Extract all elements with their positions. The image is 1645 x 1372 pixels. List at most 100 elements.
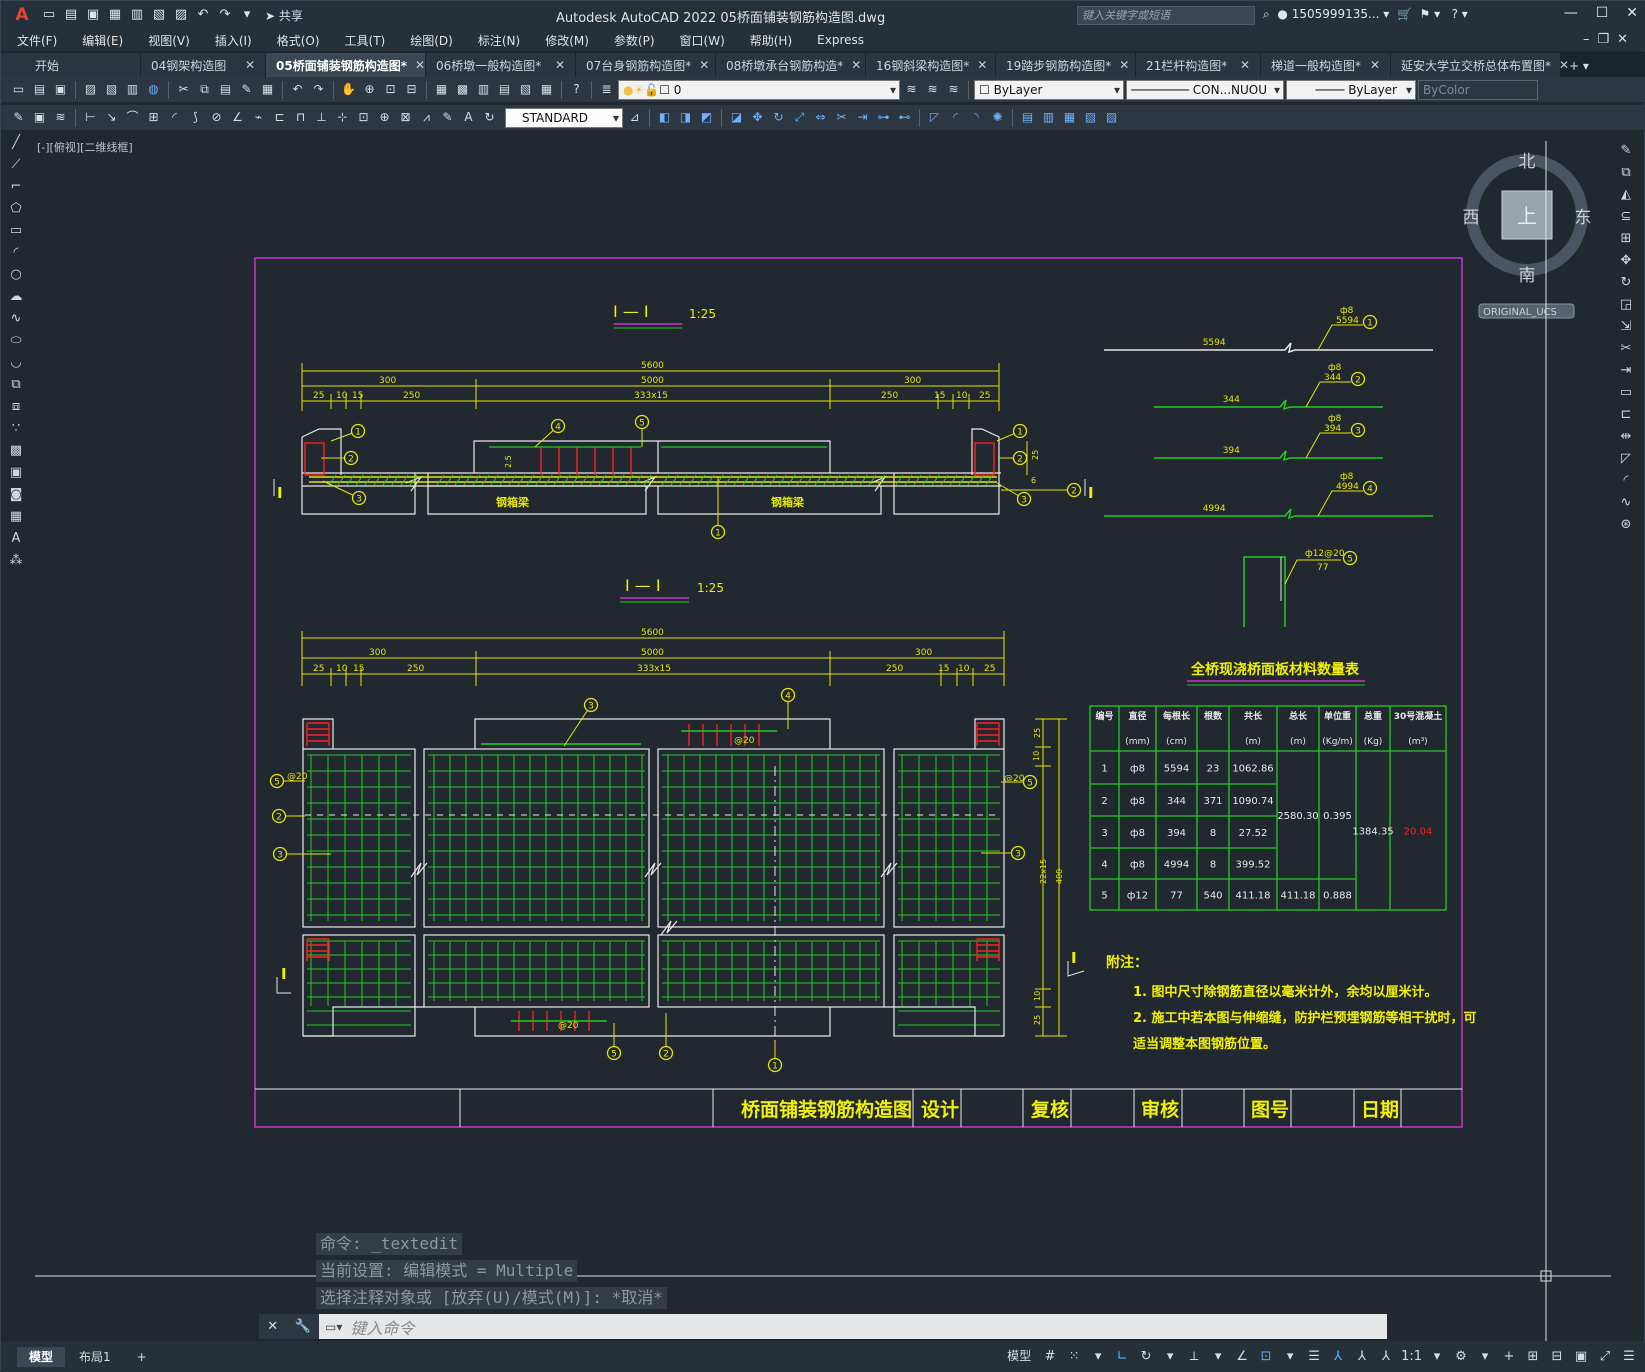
grid-icon[interactable]: # <box>1044 1349 1056 1364</box>
tolerance-icon[interactable]: ⊡ <box>358 110 369 124</box>
spline-icon[interactable]: ∿ <box>10 311 22 326</box>
text-style-dropdown[interactable]: STANDARD <box>505 107 623 128</box>
block-editor-icon[interactable]: ▦ <box>261 82 274 96</box>
quick-properties-icon[interactable]: ⊟ <box>1551 1349 1563 1364</box>
file-tab-2[interactable]: 05桥面铺装钢筋构造图*✕ <box>266 53 426 77</box>
modify-chamfer-icon[interactable]: ◸ <box>929 110 940 124</box>
fillet-icon[interactable]: ◜ <box>1623 473 1629 488</box>
rectangle-icon[interactable]: ▭ <box>9 223 23 238</box>
plot-icon[interactable]: ▨ <box>84 82 97 96</box>
search-icon[interactable]: ⌕ <box>1263 7 1270 21</box>
close-tab-icon[interactable]: ✕ <box>1119 58 1130 72</box>
inspect-icon[interactable]: ⊠ <box>400 110 411 124</box>
snap-menu-icon[interactable]: ▾ <box>1094 1349 1102 1364</box>
layer-walk-icon[interactable]: ▣ <box>33 110 46 124</box>
modify-stretch-icon[interactable]: ⇔ <box>815 110 826 124</box>
color-dropdown[interactable]: ☐ ByLayer <box>974 79 1124 100</box>
command-line[interactable]: ✕ 🔧 ▭▾ 键入命令 <box>259 1314 1387 1339</box>
arc-length-icon[interactable]: ⌒ <box>126 110 139 124</box>
isodraft-icon[interactable]: ⟂ <box>1189 1349 1199 1364</box>
modify-blend-icon[interactable]: ◝ <box>974 110 979 124</box>
jogged-linear-icon[interactable]: ⩘ <box>423 110 430 124</box>
chamfer-icon[interactable]: ◸ <box>1621 451 1631 466</box>
layer-dropdown[interactable]: ●☀🔓☐ 0 <box>618 79 900 100</box>
workspace-gear-icon[interactable]: ⚙ <box>1455 1349 1467 1364</box>
modify-array-icon[interactable]: ◪ <box>730 110 743 124</box>
point-icon[interactable]: ∵ <box>11 421 21 436</box>
file-tab-10[interactable]: 延安大学立交桥总体布置图*✕ <box>1391 53 1569 77</box>
draworder-front-icon[interactable]: ▤ <box>1021 110 1034 124</box>
drawing-canvas[interactable]: 上 北 南 东 西 ORIGINAL_UCS <box>31 134 1611 1344</box>
new-tab-icon[interactable]: + ▾ <box>1569 59 1589 73</box>
model-space-button[interactable]: 模型 <box>1007 1349 1032 1363</box>
ellipse-icon[interactable]: ⬭ <box>10 333 22 348</box>
ellipse-arc-icon[interactable]: ◡ <box>10 355 22 370</box>
menu-item-11[interactable]: 帮助(H) <box>749 33 793 48</box>
region-icon[interactable]: ◙ <box>9 487 23 502</box>
file-tab-9[interactable]: 梯道一般构造图*✕ <box>1261 53 1391 77</box>
stretch-icon[interactable]: ⇲ <box>1620 319 1632 334</box>
file-tab-0[interactable]: 开始 <box>1 53 141 77</box>
object-snap-icon[interactable]: ⊡ <box>1260 1349 1272 1364</box>
modify-scale-icon[interactable]: ⤢ <box>794 110 805 124</box>
viewcube-south[interactable]: 南 <box>1519 266 1536 286</box>
pan-icon[interactable]: ✋ <box>341 82 356 96</box>
save-as-icon[interactable]: ▦ <box>108 7 122 22</box>
ortho-icon[interactable]: ∟ <box>1116 1349 1128 1364</box>
help-search-input[interactable]: 键入关键字或短语 <box>1077 6 1255 25</box>
modify-copy-icon[interactable]: ◧ <box>658 110 671 124</box>
annotation-visibility-icon[interactable]: ⅄ <box>1334 1349 1343 1364</box>
mtext-icon[interactable]: A <box>11 531 21 546</box>
revision-cloud-icon[interactable]: ☁ <box>9 289 23 304</box>
line-icon[interactable]: ╱ <box>12 135 20 150</box>
lineweight-dropdown[interactable]: ──── ByLayer <box>1286 79 1416 100</box>
file-tab-8[interactable]: 21栏杆构造图*✕ <box>1136 53 1261 77</box>
new-icon[interactable]: ▭ <box>12 82 25 96</box>
close-tab-icon[interactable]: ✕ <box>851 58 862 72</box>
customize-chevron-icon[interactable]: ▾ <box>243 7 251 22</box>
polygon-icon[interactable]: ⬠ <box>10 201 22 216</box>
draworder-above-icon[interactable]: ▦ <box>1063 110 1076 124</box>
redo-icon[interactable]: ↷ <box>313 82 324 96</box>
open-file-icon[interactable]: ▤ <box>64 7 78 22</box>
table-icon[interactable]: ▦ <box>9 509 23 524</box>
center-mark-icon[interactable]: ⊕ <box>379 110 390 124</box>
auto-scale-icon[interactable]: ⅄ <box>1358 1349 1367 1364</box>
minimize-icon[interactable]: — <box>1563 5 1578 21</box>
scale-menu-icon[interactable]: ▾ <box>1433 1349 1441 1364</box>
workspace-menu-icon[interactable]: ▾ <box>1481 1349 1489 1364</box>
dim-space-icon[interactable]: ⊥ <box>316 110 327 124</box>
menu-item-6[interactable]: 绘图(D) <box>410 33 453 48</box>
close-command-icon[interactable]: ✕ <box>267 1319 279 1334</box>
modify-fillet-icon[interactable]: ◜ <box>953 110 958 124</box>
modify-explode-icon[interactable]: ✺ <box>992 110 1003 124</box>
menu-item-9[interactable]: 参数(P) <box>613 33 655 48</box>
customization-icon[interactable]: ☰ <box>1623 1349 1635 1364</box>
recent-commands-icon[interactable]: ▭▾ <box>325 1319 343 1334</box>
dim-edit-icon[interactable]: ✎ <box>442 110 453 124</box>
design-center-icon[interactable]: ▩ <box>456 82 469 96</box>
match-properties-icon[interactable]: ✎ <box>241 82 252 96</box>
menu-item-7[interactable]: 标注(N) <box>477 33 521 48</box>
jogged-icon[interactable]: ⟆ <box>193 110 198 124</box>
undo-icon[interactable]: ↶ <box>197 7 209 22</box>
baseline-icon[interactable]: ⊏ <box>274 110 285 124</box>
calculator-icon[interactable]: ▦ <box>540 82 553 96</box>
file-tab-7[interactable]: 19踏步钢筋构造图*✕ <box>996 53 1136 77</box>
mirror-icon[interactable]: ◭ <box>1621 187 1631 202</box>
angular-icon[interactable]: ∠ <box>232 110 243 124</box>
units-icon[interactable]: ⊞ <box>1527 1349 1539 1364</box>
menu-item-1[interactable]: 编辑(E) <box>82 33 124 48</box>
hatch-icon[interactable]: ▩ <box>9 443 23 458</box>
continue-icon[interactable]: ⊓ <box>295 110 306 124</box>
maximize-icon[interactable]: ☐ <box>1595 5 1609 21</box>
scale-icon[interactable]: ◲ <box>1619 297 1633 312</box>
layer-previous-icon[interactable]: ≋ <box>927 82 938 96</box>
ucs-menu[interactable]: ORIGINAL_UCS <box>1483 307 1557 318</box>
viewcube[interactable]: 上 北 南 东 西 ORIGINAL_UCS <box>1463 152 1592 319</box>
draworder-back-icon[interactable]: ▥ <box>1042 110 1055 124</box>
polar-icon[interactable]: ↻ <box>1140 1349 1152 1364</box>
tool-palettes-icon[interactable]: ▥ <box>477 82 490 96</box>
close-icon[interactable]: ✕ <box>1626 5 1638 21</box>
copy-icon[interactable]: ⧉ <box>200 82 209 96</box>
